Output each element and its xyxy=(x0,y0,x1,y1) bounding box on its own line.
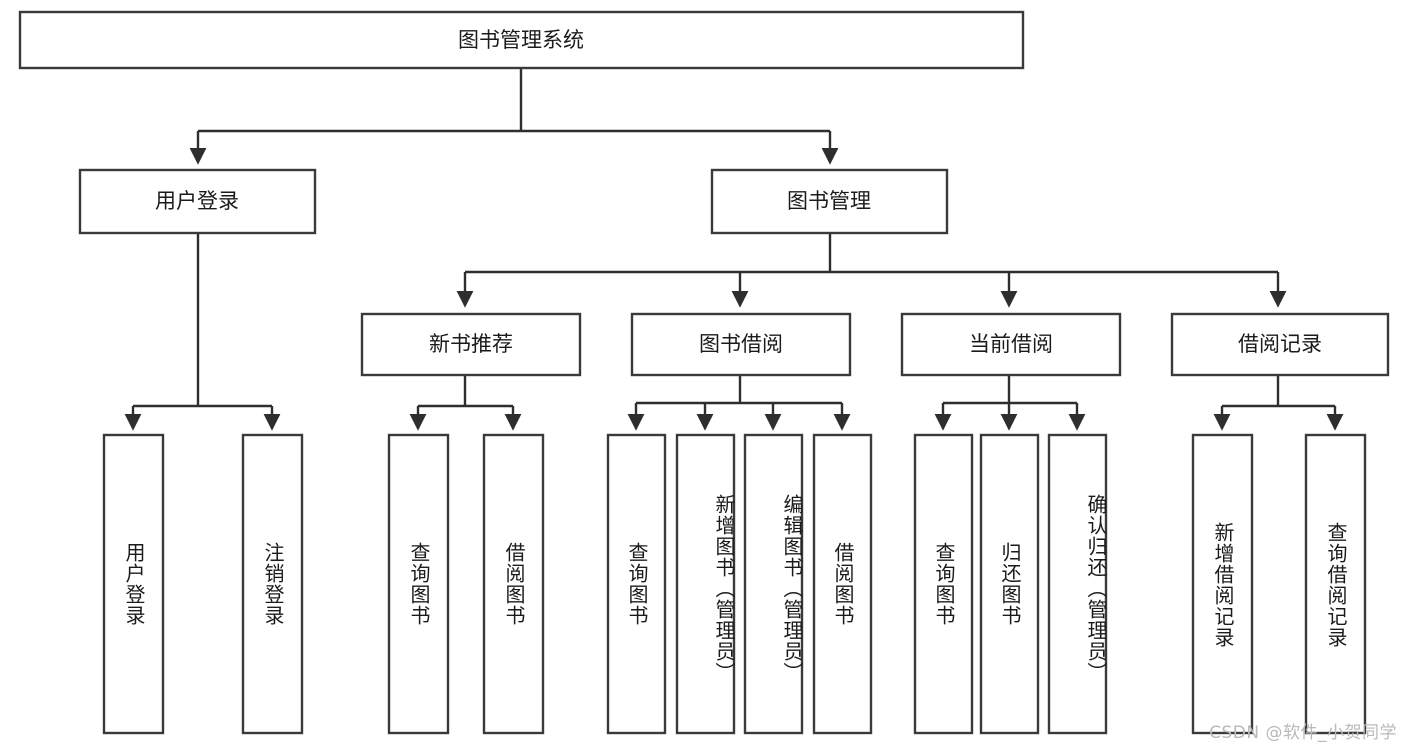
node-book-borrow-label: 图书借阅 xyxy=(699,332,783,356)
node-current-borrow-box[interactable] xyxy=(900,312,1122,377)
node-leaf-query-record-box[interactable] xyxy=(1304,433,1367,735)
node-leaf-borrow-book-1-box[interactable] xyxy=(482,433,545,735)
node-book-borrow[interactable]: 图书借阅 xyxy=(630,312,852,377)
connector-group-book-borrow xyxy=(627,375,851,431)
node-leaf-query-book-2-box[interactable] xyxy=(606,433,667,735)
connector-group-root xyxy=(189,68,839,165)
node-leaf-query-book-3-box[interactable] xyxy=(913,433,974,735)
node-leaf-logout-box[interactable] xyxy=(241,433,304,735)
connector-group-book-management xyxy=(456,233,1287,308)
node-new-book-recommend[interactable]: 新书推荐 xyxy=(360,312,582,377)
node-leaf-query-book-1-box[interactable] xyxy=(387,433,450,735)
node-user-login-box[interactable] xyxy=(78,168,317,235)
connector-group-user-login xyxy=(124,233,281,431)
csdn-watermark: CSDN @软件_小贺同学 xyxy=(1209,723,1397,743)
node-borrow-record-box[interactable] xyxy=(1170,312,1390,377)
node-leaf-confirm-return-box[interactable] xyxy=(1047,433,1108,735)
node-leaf-user-login-box[interactable] xyxy=(102,433,165,735)
node-book-management-label: 图书管理 xyxy=(787,189,871,213)
node-borrow-record[interactable]: 借阅记录 xyxy=(1170,312,1390,377)
node-new-book-recommend-box[interactable] xyxy=(360,312,582,377)
node-book-management[interactable]: 图书管理 xyxy=(710,168,949,235)
node-user-login[interactable]: 用户登录 xyxy=(78,168,317,235)
node-book-management-box[interactable] xyxy=(710,168,949,235)
node-root-box[interactable] xyxy=(18,10,1025,70)
node-root-label: 图书管理系统 xyxy=(458,28,584,52)
node-leaf-add-book-box[interactable] xyxy=(675,433,736,735)
node-new-book-recommend-label: 新书推荐 xyxy=(429,332,513,356)
connector-group-borrow-record xyxy=(1213,375,1344,431)
node-current-borrow[interactable]: 当前借阅 xyxy=(900,312,1122,377)
node-root[interactable]: 图书管理系统 xyxy=(18,10,1025,70)
connector-group-new-book-recommend xyxy=(409,375,522,431)
node-leaf-add-record-box[interactable] xyxy=(1191,433,1254,735)
node-current-borrow-label: 当前借阅 xyxy=(969,332,1053,356)
node-user-login-label: 用户登录 xyxy=(155,189,239,213)
node-leaf-return-book-box[interactable] xyxy=(979,433,1040,735)
node-borrow-record-label: 借阅记录 xyxy=(1238,332,1322,356)
connector-group-current-borrow xyxy=(934,375,1086,431)
node-book-borrow-box[interactable] xyxy=(630,312,852,377)
node-leaf-edit-book-box[interactable] xyxy=(743,433,804,735)
node-leaf-borrow-book-2-box[interactable] xyxy=(812,433,873,735)
